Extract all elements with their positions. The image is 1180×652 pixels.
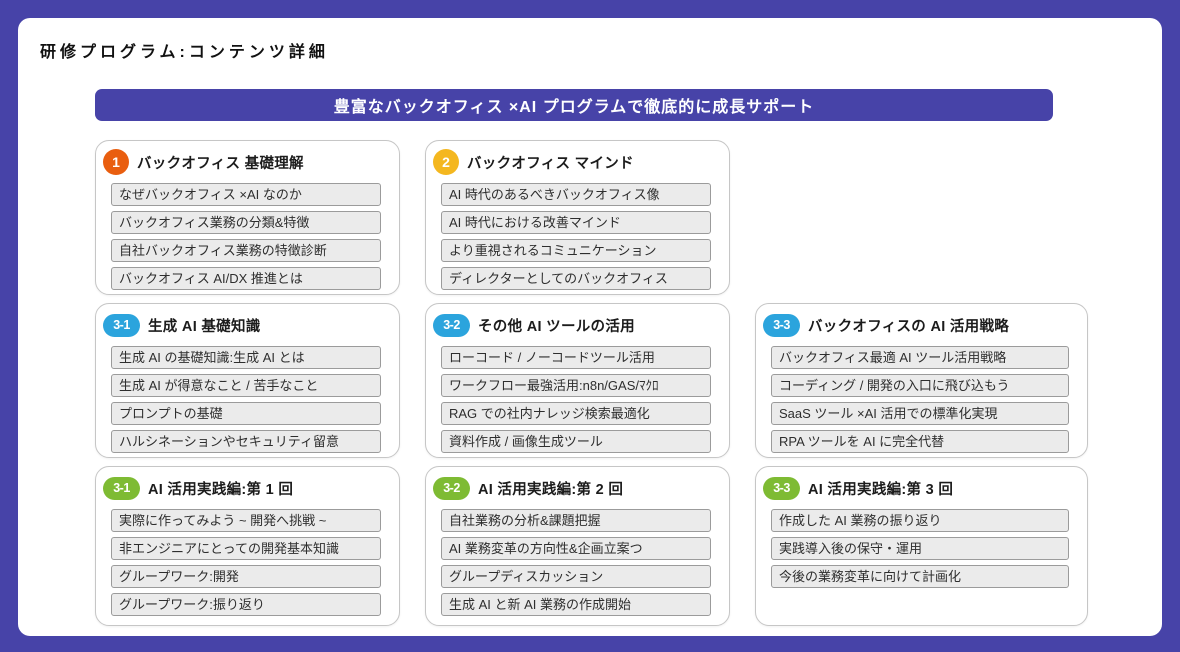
- card-title: バックオフィス 基礎理解: [137, 155, 304, 172]
- list-item: バックオフィス AI/DX 推進とは: [111, 267, 381, 290]
- card-header: 1 バックオフィス 基礎理解: [103, 149, 381, 175]
- card-practice-1: 3-1 AI 活用実践編:第 1 回 実際に作ってみよう ~ 開発へ挑戦 ~ 非…: [95, 466, 400, 626]
- list-item: 生成 AI の基礎知識:生成 AI とは: [111, 346, 381, 369]
- card-header: 3-1 AI 活用実践編:第 1 回: [103, 475, 381, 501]
- card-header: 3-3 AI 活用実践編:第 3 回: [763, 475, 1069, 501]
- page-title: 研修プログラム:コンテンツ詳細: [40, 44, 329, 61]
- card-items: 作成した AI 業務の振り返り 実践導入後の保守・運用 今後の業務変革に向けて計…: [771, 509, 1069, 588]
- list-item: 資料作成 / 画像生成ツール: [441, 430, 711, 453]
- list-item: グループワーク:振り返り: [111, 593, 381, 616]
- list-item: ワークフロー最強活用:n8n/GAS/ﾏｸﾛ: [441, 374, 711, 397]
- badge-3-1-green: 3-1: [103, 476, 140, 500]
- list-item: RPA ツールを AI に完全代替: [771, 430, 1069, 453]
- badge-3-3-green: 3-3: [763, 476, 800, 500]
- card-genai-basics: 3-1 生成 AI 基礎知識 生成 AI の基礎知識:生成 AI とは 生成 A…: [95, 303, 400, 458]
- card-practice-2: 3-2 AI 活用実践編:第 2 回 自社業務の分析&課題把握 AI 業務変革の…: [425, 466, 730, 626]
- badge-3-2-green: 3-2: [433, 476, 470, 500]
- list-item: AI 業務変革の方向性&企画立案つ: [441, 537, 711, 560]
- cards-grid: 1 バックオフィス 基礎理解 なぜバックオフィス ×AI なのか バックオフィス…: [95, 140, 1162, 626]
- card-items: AI 時代のあるべきバックオフィス像 AI 時代における改善マインド より重視さ…: [441, 183, 711, 290]
- badge-1: 1: [103, 149, 129, 175]
- card-items: 実際に作ってみよう ~ 開発へ挑戦 ~ 非エンジニアにとっての開発基本知識 グル…: [111, 509, 381, 616]
- list-item: プロンプトの基礎: [111, 402, 381, 425]
- card-items: 自社業務の分析&課題把握 AI 業務変革の方向性&企画立案つ グループディスカッ…: [441, 509, 711, 616]
- card-title: バックオフィスの AI 活用戦略: [808, 318, 1010, 335]
- list-item: グループワーク:開発: [111, 565, 381, 588]
- list-item: 生成 AI と新 AI 業務の作成開始: [441, 593, 711, 616]
- list-item: バックオフィス最適 AI ツール活用戦略: [771, 346, 1069, 369]
- list-item: AI 時代のあるべきバックオフィス像: [441, 183, 711, 206]
- card-header: 3-1 生成 AI 基礎知識: [103, 312, 381, 338]
- list-item: グループディスカッション: [441, 565, 711, 588]
- list-item: SaaS ツール ×AI 活用での標準化実現: [771, 402, 1069, 425]
- card-practice-3: 3-3 AI 活用実践編:第 3 回 作成した AI 業務の振り返り 実践導入後…: [755, 466, 1088, 626]
- card-header: 2 バックオフィス マインド: [433, 149, 711, 175]
- badge-3-2: 3-2: [433, 313, 470, 337]
- list-item: 作成した AI 業務の振り返り: [771, 509, 1069, 532]
- card-title: 生成 AI 基礎知識: [148, 318, 261, 335]
- card-title: バックオフィス マインド: [467, 155, 634, 172]
- badge-3-3: 3-3: [763, 313, 800, 337]
- card-ai-strategy: 3-3 バックオフィスの AI 活用戦略 バックオフィス最適 AI ツール活用戦…: [755, 303, 1088, 458]
- card-backoffice-mind: 2 バックオフィス マインド AI 時代のあるべきバックオフィス像 AI 時代に…: [425, 140, 730, 295]
- card-backoffice-basics: 1 バックオフィス 基礎理解 なぜバックオフィス ×AI なのか バックオフィス…: [95, 140, 400, 295]
- list-item: 自社バックオフィス業務の特徴診断: [111, 239, 381, 262]
- list-item: 生成 AI が得意なこと / 苦手なこと: [111, 374, 381, 397]
- card-title: AI 活用実践編:第 3 回: [808, 481, 954, 498]
- list-item: 今後の業務変革に向けて計画化: [771, 565, 1069, 588]
- list-item: AI 時代における改善マインド: [441, 211, 711, 234]
- list-item: 実際に作ってみよう ~ 開発へ挑戦 ~: [111, 509, 381, 532]
- list-item: 自社業務の分析&課題把握: [441, 509, 711, 532]
- card-header: 3-2 AI 活用実践編:第 2 回: [433, 475, 711, 501]
- card-title: AI 活用実践編:第 1 回: [148, 481, 294, 498]
- card-header: 3-2 その他 AI ツールの活用: [433, 312, 711, 338]
- list-item: バックオフィス業務の分類&特徴: [111, 211, 381, 234]
- badge-2: 2: [433, 149, 459, 175]
- list-item: コーディング / 開発の入口に飛び込もう: [771, 374, 1069, 397]
- list-item: なぜバックオフィス ×AI なのか: [111, 183, 381, 206]
- list-item: 実践導入後の保守・運用: [771, 537, 1069, 560]
- list-item: RAG での社内ナレッジ検索最適化: [441, 402, 711, 425]
- card-items: 生成 AI の基礎知識:生成 AI とは 生成 AI が得意なこと / 苦手なこ…: [111, 346, 381, 453]
- card-header: 3-3 バックオフィスの AI 活用戦略: [763, 312, 1069, 338]
- card-items: なぜバックオフィス ×AI なのか バックオフィス業務の分類&特徴 自社バックオ…: [111, 183, 381, 290]
- list-item: ローコード / ノーコードツール活用: [441, 346, 711, 369]
- list-item: 非エンジニアにとっての開発基本知識: [111, 537, 381, 560]
- card-items: ローコード / ノーコードツール活用 ワークフロー最強活用:n8n/GAS/ﾏｸ…: [441, 346, 711, 453]
- card-title: その他 AI ツールの活用: [478, 318, 635, 335]
- list-item: ハルシネーションやセキュリティ留意: [111, 430, 381, 453]
- list-item: より重視されるコミュニケーション: [441, 239, 711, 262]
- slide-sheet: 研修プログラム:コンテンツ詳細 豊富なバックオフィス ×AI プログラムで徹底的…: [18, 18, 1162, 636]
- list-item: ディレクターとしてのバックオフィス: [441, 267, 711, 290]
- card-title: AI 活用実践編:第 2 回: [478, 481, 624, 498]
- card-other-ai-tools: 3-2 その他 AI ツールの活用 ローコード / ノーコードツール活用 ワーク…: [425, 303, 730, 458]
- banner: 豊富なバックオフィス ×AI プログラムで徹底的に成長サポート: [95, 89, 1053, 121]
- card-items: バックオフィス最適 AI ツール活用戦略 コーディング / 開発の入口に飛び込も…: [771, 346, 1069, 453]
- badge-3-1: 3-1: [103, 313, 140, 337]
